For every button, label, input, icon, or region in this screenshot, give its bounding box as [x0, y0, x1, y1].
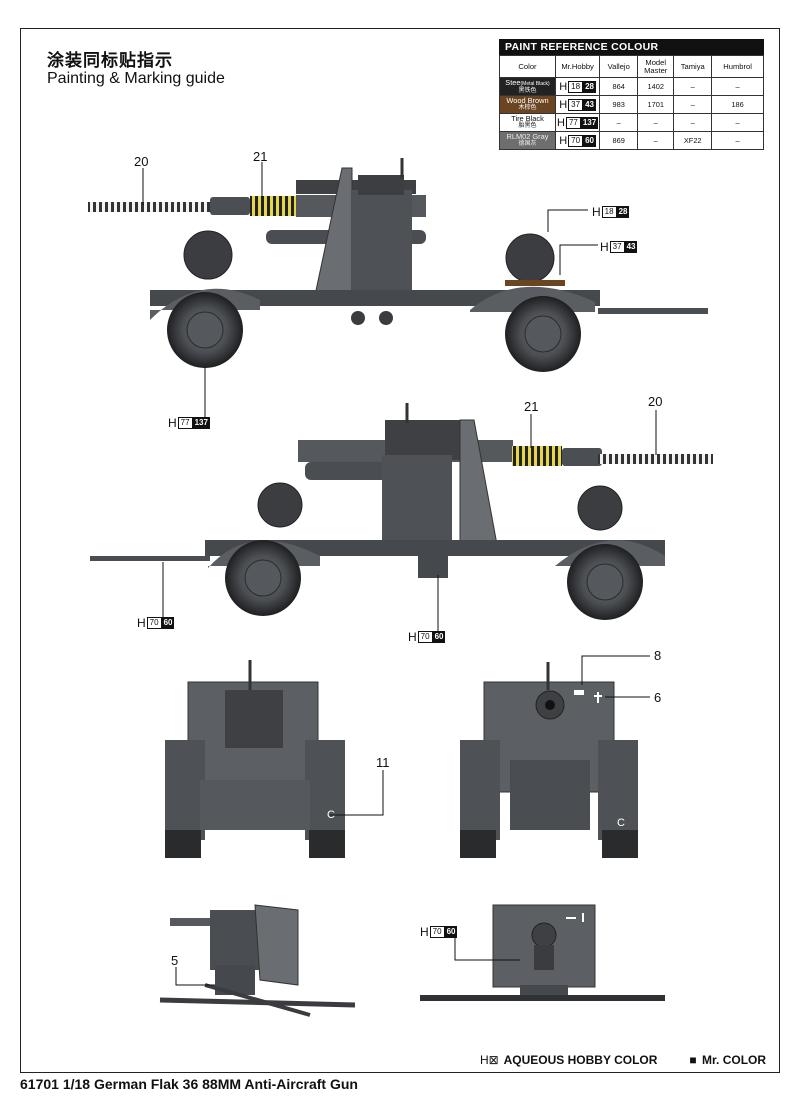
barrel-kill-rings — [88, 202, 213, 212]
callout-number: 8 — [654, 648, 662, 663]
rear-view: C — [460, 662, 638, 858]
tire — [460, 830, 496, 858]
color-swatch-wood: Wood Brown 木棕色 — [499, 95, 556, 114]
svg-text:C: C — [617, 817, 625, 829]
tire — [309, 830, 345, 858]
paint-table-heading: PAINT REFERENCE COLOUR — [499, 39, 764, 55]
paint-reference-table: PAINT REFERENCE COLOUR Color Mr.Hobby Va… — [499, 39, 764, 150]
gun-shield — [459, 419, 499, 551]
callout-number: 20 — [134, 154, 149, 169]
firing-position-rear — [420, 904, 665, 1001]
tire — [602, 830, 638, 858]
side-view-right — [90, 403, 713, 620]
color-legend: H⊠ AQUEOUS HOBBY COLOR ■ Mr. COLOR — [480, 1053, 766, 1067]
title-chinese: 涂装同标贴指示 — [47, 51, 173, 70]
paint-table-header-row: Color Mr.Hobby Vallejo Model Master Tami… — [499, 55, 764, 78]
humbrol-code: – — [711, 131, 764, 150]
callout-number: 21 — [253, 149, 268, 164]
callout-number: 6 — [654, 690, 662, 705]
barrel-stripe-band — [250, 196, 296, 216]
callout-number: 11 — [376, 755, 390, 770]
barrel-kill-rings — [598, 454, 713, 464]
legend-aqueous: H⊠ AQUEOUS HOBBY COLOR — [480, 1053, 658, 1067]
front-view: C — [165, 660, 345, 858]
product-title: 61701 1/18 German Flak 36 88MM Anti-Airc… — [20, 1076, 358, 1092]
tamiya-code: – — [673, 113, 713, 132]
aircraft-decal — [594, 692, 602, 703]
color-swatch-tire: Tire Black 胎黑色 — [499, 113, 556, 132]
tamiya-code: XF22 — [673, 131, 713, 150]
color-swatch-rlm02: RLM02 Gray 德国灰 — [499, 131, 556, 150]
tire — [165, 830, 201, 858]
callout-number: 5 — [171, 953, 179, 968]
tank-decal — [574, 690, 584, 695]
page-frame — [20, 28, 780, 1073]
barrel-stripe-band — [512, 446, 562, 466]
callout-number: 20 — [648, 394, 663, 409]
title-english: Painting & Marking guide — [47, 70, 225, 87]
legend-mr-color: ■ Mr. COLOR — [689, 1053, 767, 1067]
firing-position-angled — [159, 904, 356, 1017]
callout-number: 21 — [524, 399, 539, 414]
humbrol-code: 186 — [711, 95, 764, 114]
paint-table: Color Mr.Hobby Vallejo Model Master Tami… — [499, 55, 764, 150]
side-view-left — [88, 158, 708, 372]
tamiya-code: – — [673, 95, 713, 114]
